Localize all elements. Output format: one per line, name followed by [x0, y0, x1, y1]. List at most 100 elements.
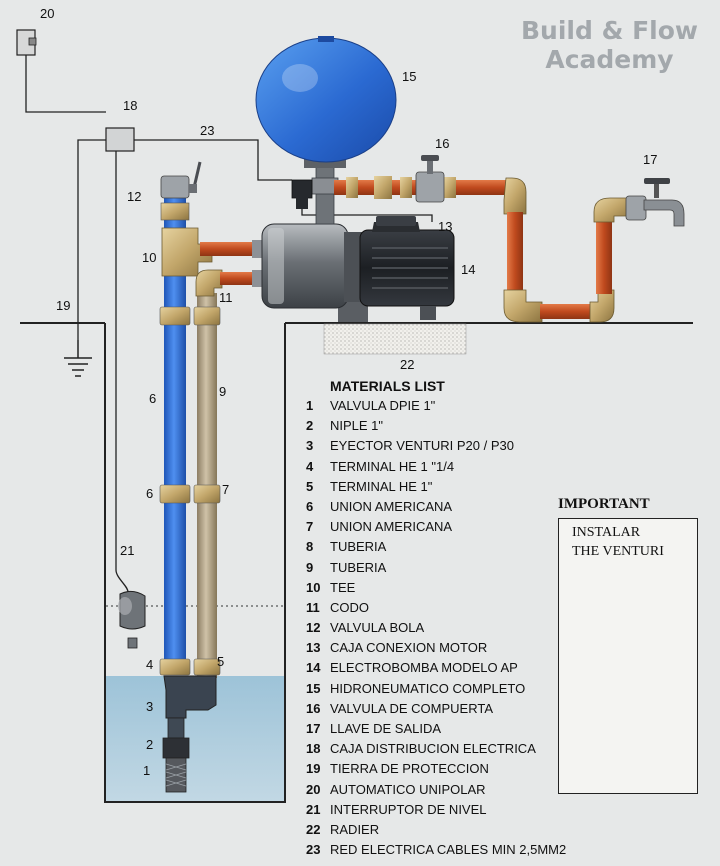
brand-line-1: Build & Flow	[520, 16, 698, 45]
callout-20: 20	[40, 6, 55, 21]
callout-22: 22	[400, 357, 415, 372]
important-line-2: THE VENTURI	[572, 544, 664, 559]
materials-item-number: 18	[306, 741, 321, 757]
materials-item-text: ELECTROBOMBA MODELO AP	[330, 660, 518, 676]
callout-21: 21	[120, 543, 135, 558]
discharge-bottom	[540, 304, 594, 319]
callout-6-upper: 6	[149, 391, 157, 406]
materials-item-text: INTERRUPTOR DE NIVEL	[330, 801, 487, 817]
materials-item: 11 CODO	[306, 598, 596, 618]
materials-item: 2 NIPLE 1"	[306, 416, 596, 436]
materials-item-number: 6	[306, 498, 314, 514]
materials-item-number: 9	[306, 559, 314, 575]
materials-item: 4 TERMINAL HE 1 "1/4	[306, 457, 596, 477]
callout-11: 11	[219, 290, 233, 305]
materials-item-number: 3	[306, 438, 314, 454]
important-text: INSTALAR THE VENTURI	[572, 523, 664, 561]
materials-item-number: 22	[306, 821, 321, 837]
materials-item-number: 21	[306, 801, 321, 817]
callout-23: 23	[200, 123, 215, 138]
materials-item: 18 CAJA DISTRIBUCION ELECTRICA	[306, 739, 596, 759]
materials-item-number: 2	[306, 418, 314, 434]
discharge-elbow-4	[593, 197, 629, 223]
gate-valve	[415, 155, 445, 203]
materials-item-text: RADIER	[330, 821, 380, 837]
tank-base	[304, 158, 346, 168]
level-switch-float	[118, 590, 146, 649]
materials-item-number: 23	[306, 842, 321, 858]
tan-pipe-fittings	[193, 306, 221, 676]
callout-7: 7	[222, 482, 230, 497]
callout-16: 16	[435, 136, 450, 151]
materials-item-text: UNION AMERICANA	[330, 519, 453, 535]
materials-item-text: CAJA CONEXION MOTOR	[330, 640, 488, 656]
discharge-vertical-1	[507, 212, 523, 294]
callout-2: 2	[146, 737, 154, 752]
materials-item-number: 8	[306, 539, 314, 555]
callout-13: 13	[438, 219, 453, 234]
suction-copper	[200, 242, 258, 256]
callout-19: 19	[56, 298, 71, 313]
pump-return-nut	[252, 270, 262, 287]
tee-fitting	[161, 227, 213, 277]
materials-item-text: NIPLE 1"	[330, 418, 384, 434]
callout-4: 4	[146, 657, 154, 672]
brand-logo: Build & Flow Academy	[521, 16, 698, 74]
discharge-couplings	[346, 176, 456, 199]
materials-item-number: 13	[306, 640, 321, 656]
callout-3: 3	[146, 699, 154, 714]
return-copper	[220, 272, 260, 285]
materials-item-number: 4	[306, 458, 314, 474]
materials-item-text: VALVULA DE COMPUERTA	[330, 700, 494, 716]
materials-item-text: CODO	[330, 599, 369, 615]
discharge-elbow-3	[589, 289, 615, 323]
pump-riser	[315, 165, 335, 225]
materials-item: 21 INTERRUPTOR DE NIVEL	[306, 800, 596, 820]
callout-10: 10	[142, 250, 157, 265]
callout-6-lower: 6	[146, 486, 154, 501]
materials-item: 13 CAJA CONEXION MOTOR	[306, 638, 596, 658]
callout-9: 9	[219, 384, 227, 399]
materials-item-number: 11	[306, 599, 320, 615]
distribution-box	[105, 127, 135, 152]
materials-item-text: TIERRA DE PROTECCION	[330, 761, 489, 777]
materials-item-text: VALVULA DPIE 1"	[330, 398, 436, 413]
materials-item-number: 17	[306, 721, 321, 736]
materials-item-number: 14	[306, 660, 321, 676]
materials-item: 14 ELECTROBOMBA MODELO AP	[306, 658, 596, 678]
electropump	[261, 216, 455, 322]
materials-item-text: TERMINAL HE 1 "1/4	[330, 458, 455, 474]
materials-item-text: UNION AMERICANA	[330, 498, 453, 514]
materials-item-number: 5	[306, 478, 314, 494]
ground-symbol	[64, 340, 92, 377]
materials-item-number: 16	[306, 700, 321, 716]
pump-inlet-nut	[252, 240, 262, 258]
well-walls	[104, 323, 286, 803]
materials-item-text: TEE	[330, 579, 356, 595]
materials-item: 6 UNION AMERICANA	[306, 497, 596, 517]
callout-1: 1	[143, 763, 151, 778]
important-line-1: INSTALAR	[572, 525, 641, 540]
callout-18: 18	[123, 98, 138, 113]
brand-line-2: Academy	[545, 45, 674, 74]
materials-item: 16 VALVULA DE COMPUERTA	[306, 699, 596, 719]
callout-15: 15	[402, 69, 417, 84]
callout-5: 5	[217, 654, 225, 669]
radier-slab	[323, 323, 467, 355]
discharge-elbow-1	[503, 177, 527, 215]
foot-valve	[162, 737, 190, 793]
discharge-vertical-2	[596, 218, 612, 294]
materials-item-text: CAJA DISTRIBUCION ELECTRICA	[330, 741, 536, 757]
materials-item-text: EYECTOR VENTURI P20 / P30	[330, 438, 514, 454]
codo-elbow	[195, 269, 223, 297]
materials-item-text: AUTOMATICO UNIPOLAR	[330, 781, 486, 797]
